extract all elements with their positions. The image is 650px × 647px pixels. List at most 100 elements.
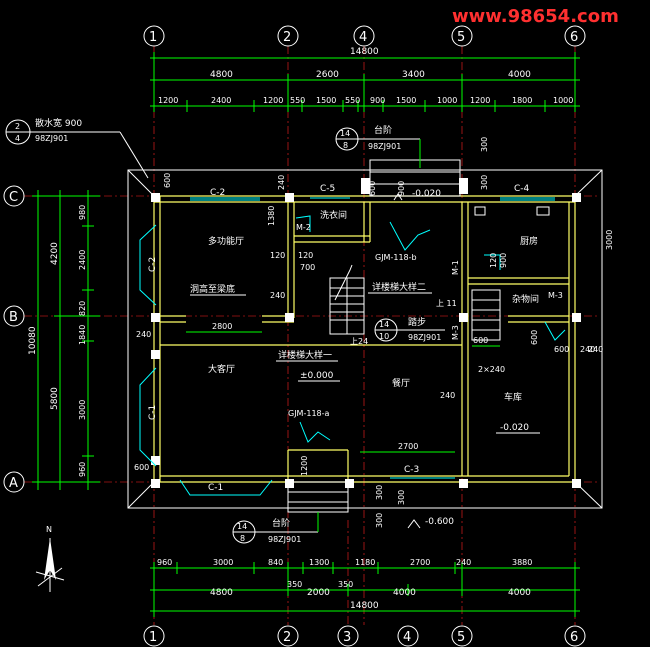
svg-text:B: B: [9, 310, 18, 325]
axis-bubbles-left: C B A: [3, 185, 25, 493]
svg-text:详楼梯大样二: 详楼梯大样二: [372, 281, 426, 293]
svg-text:C-2: C-2: [210, 188, 225, 198]
svg-text:120: 120: [489, 253, 498, 268]
stairs-main: [329, 264, 365, 335]
svg-text:820: 820: [78, 301, 87, 316]
svg-text:600: 600: [473, 336, 488, 345]
svg-text:700: 700: [300, 263, 315, 272]
svg-text:960: 960: [157, 558, 172, 567]
north-arrow-icon: N: [35, 525, 65, 592]
svg-text:M-1: M-1: [451, 260, 460, 275]
svg-text:300: 300: [480, 175, 489, 190]
svg-text:14: 14: [340, 129, 350, 138]
svg-text:C-2: C-2: [148, 257, 158, 272]
svg-text:C-3: C-3: [404, 465, 419, 475]
svg-text:240: 240: [277, 175, 286, 190]
axis-label-6-top: 6: [570, 30, 578, 45]
svg-text:GJM-118-b: GJM-118-b: [375, 253, 417, 262]
svg-text:3000: 3000: [605, 230, 614, 250]
svg-text:600: 600: [134, 463, 149, 472]
svg-text:4: 4: [15, 134, 20, 143]
walls: [153, 195, 576, 483]
svg-text:960: 960: [78, 462, 87, 477]
axis-bubbles-top: 1 2 4 5 6: [143, 25, 586, 47]
svg-text:240: 240: [270, 291, 285, 300]
svg-text:1200: 1200: [263, 96, 283, 105]
misc-labels: 洞高至梁底 详楼梯大样二 详楼梯大样一 GJM-118-b GJM-118-a …: [190, 189, 540, 529]
axis-label-4-top: 4: [359, 30, 367, 45]
svg-text:1840: 1840: [78, 325, 87, 345]
svg-text:2: 2: [283, 630, 291, 645]
axis-grid: [24, 46, 600, 625]
svg-text:1180: 1180: [355, 558, 375, 567]
doors: [295, 215, 566, 443]
svg-text:1800: 1800: [512, 96, 532, 105]
svg-text:3000: 3000: [213, 558, 233, 567]
svg-text:900: 900: [370, 96, 385, 105]
top-dimensions: 14800 4800 2600 3400 4000 1200 2400 1200…: [150, 47, 580, 112]
svg-text:8: 8: [343, 141, 348, 150]
svg-text:4000: 4000: [508, 588, 531, 598]
svg-text:240: 240: [588, 345, 603, 354]
svg-text:1380: 1380: [267, 206, 276, 226]
svg-text:-0.020: -0.020: [500, 423, 529, 433]
axis-label-5-top: 5: [457, 30, 465, 45]
room-multi: 多功能厅: [208, 235, 244, 247]
axis-label-2-top: 2: [283, 30, 291, 45]
svg-text:2000: 2000: [307, 588, 330, 598]
svg-text:240: 240: [440, 391, 455, 400]
opening-tags: C-2 C-2 C-5 C-4 C-1 C-1 C-3 M-1 M-2 M-3 …: [148, 184, 563, 493]
callout-step-bottom: 14 8 台阶 98ZJ901: [232, 512, 319, 544]
svg-text:4000: 4000: [393, 588, 416, 598]
svg-text:详楼梯大样一: 详楼梯大样一: [278, 349, 332, 361]
svg-text:300: 300: [375, 513, 384, 528]
svg-text:2800: 2800: [212, 322, 232, 331]
svg-text:1200: 1200: [158, 96, 178, 105]
svg-text:1200: 1200: [300, 456, 309, 476]
svg-text:上 11: 上 11: [436, 299, 457, 308]
dim-top-total: 14800: [350, 47, 379, 57]
svg-text:980: 980: [78, 205, 87, 220]
svg-text:240: 240: [580, 345, 595, 354]
columns: [151, 178, 581, 488]
svg-text:240: 240: [456, 558, 471, 567]
svg-text:14800: 14800: [350, 601, 379, 611]
svg-text:240: 240: [136, 330, 151, 339]
svg-text:2400: 2400: [78, 250, 87, 270]
svg-text:±0.000: ±0.000: [300, 371, 334, 381]
svg-text:1: 1: [149, 630, 157, 645]
svg-text:M-3: M-3: [451, 325, 460, 340]
svg-text:14: 14: [379, 320, 389, 329]
svg-text:840: 840: [268, 558, 283, 567]
callout-step-top: 14 8 台阶 98ZJ901: [335, 124, 421, 168]
callout-drip: 2 4 散水宽 900 98ZJ901: [5, 117, 149, 179]
svg-text:300: 300: [480, 137, 489, 152]
svg-text:A: A: [9, 476, 18, 491]
room-garage: 车库: [504, 391, 522, 403]
svg-text:350: 350: [338, 580, 353, 589]
svg-text:600: 600: [163, 173, 172, 188]
svg-text:1500: 1500: [396, 96, 416, 105]
svg-text:C: C: [9, 190, 18, 205]
svg-text:98ZJ901: 98ZJ901: [368, 142, 401, 151]
svg-text:台阶: 台阶: [272, 517, 290, 529]
svg-text:C-5: C-5: [320, 184, 335, 194]
svg-text:3400: 3400: [402, 70, 425, 80]
steps-top: [369, 159, 461, 197]
bottom-dimensions: 960 3000 840 1300 1180 2700 240 3880 350…: [150, 558, 580, 617]
svg-text:-0.020: -0.020: [412, 189, 441, 199]
inner-dimensions: 2800 2700 600 2×240 600 240 600 240 1380…: [134, 137, 614, 528]
fixtures: [474, 206, 550, 216]
svg-text:1300: 1300: [309, 558, 329, 567]
svg-text:2700: 2700: [410, 558, 430, 567]
svg-text:3000: 3000: [78, 400, 87, 420]
svg-text:C-1: C-1: [148, 405, 158, 420]
svg-text:N: N: [46, 525, 52, 534]
windows: [139, 197, 555, 496]
room-dining: 餐厅: [392, 377, 410, 389]
svg-text:M-2: M-2: [296, 223, 311, 232]
svg-text:洞高至梁底: 洞高至梁底: [190, 283, 235, 295]
svg-text:900: 900: [397, 181, 406, 196]
svg-text:4: 4: [403, 630, 411, 645]
